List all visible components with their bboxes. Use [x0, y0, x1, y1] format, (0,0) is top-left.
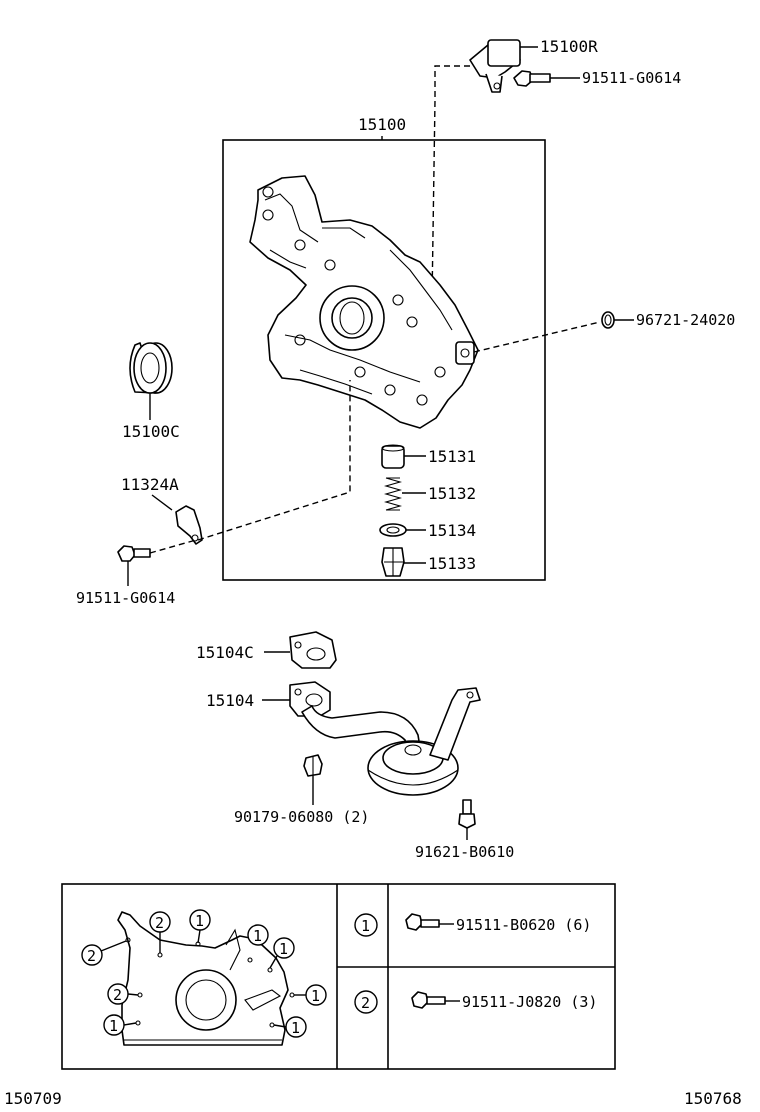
- legend-bolt-91511-J0820: 91511-J0820 (3): [462, 993, 597, 1011]
- bolt-location-table: [61, 883, 616, 1070]
- part-15100R-sensor: [469, 39, 538, 93]
- label-90179-06080: 90179-06080 (2): [234, 808, 369, 826]
- label-15134: 15134: [428, 521, 476, 540]
- legend-marker-1: 1: [354, 913, 378, 937]
- callout-2-c: 2: [107, 983, 139, 1005]
- bolt-91621-B0610: [458, 799, 476, 829]
- callout-2-b: 2: [81, 940, 127, 966]
- label-91621-B0610: 91621-B0610: [415, 843, 514, 861]
- bracket-11324A: [175, 505, 203, 545]
- footer-code-left: 150709: [4, 1089, 62, 1108]
- label-91511-G0614-top: 91511-G0614: [582, 69, 681, 87]
- legend-bolt-91511-B0620: 91511-B0620 (6): [456, 916, 591, 934]
- o-ring-96721: [601, 311, 615, 329]
- svg-text:1: 1: [291, 1019, 300, 1037]
- label-96721-24020: 96721-24020: [636, 311, 735, 329]
- svg-text:1: 1: [253, 927, 262, 945]
- label-15104: 15104: [206, 691, 254, 710]
- svg-text:1: 1: [195, 912, 204, 930]
- gasket-15104C: [289, 631, 337, 669]
- svg-text:1: 1: [361, 917, 370, 935]
- plug-15133: [381, 547, 405, 577]
- svg-text:2: 2: [113, 986, 122, 1004]
- label-15100: 15100: [358, 115, 406, 134]
- bolt-icon-91511-J0820: [411, 991, 460, 1009]
- oil-seal-15100C: [129, 342, 173, 394]
- label-15104C: 15104C: [196, 643, 254, 662]
- callout-1-d: 1: [294, 984, 327, 1006]
- svg-text:1: 1: [311, 987, 320, 1005]
- callout-2-a: 2: [149, 911, 171, 953]
- label-91511-G0614-left: 91511-G0614: [76, 589, 175, 607]
- svg-text:1: 1: [279, 940, 288, 958]
- svg-text:2: 2: [87, 947, 96, 965]
- assembly-15100-box: [222, 139, 546, 581]
- oil-pump-body: [249, 175, 479, 429]
- gasket-15134: [379, 523, 407, 537]
- callout-1-e: 1: [103, 1014, 137, 1036]
- oil-strainer-15104: [289, 681, 481, 796]
- callout-1-f: 1: [273, 1016, 307, 1038]
- label-11324A: 11324A: [121, 475, 179, 494]
- legend-marker-2: 2: [354, 990, 378, 1014]
- callout-1-a: 1: [189, 909, 211, 944]
- svg-text:2: 2: [361, 994, 370, 1012]
- footer-code-right: 150768: [684, 1089, 742, 1108]
- callout-1-c: 1: [269, 937, 295, 969]
- spring-15132: [383, 477, 403, 511]
- svg-text:2: 2: [155, 914, 164, 932]
- bolt-icon-91511-B0620: [405, 913, 454, 931]
- label-15100C: 15100C: [122, 422, 180, 441]
- bolt-91511-G0614-top: [513, 70, 580, 87]
- label-15100R: 15100R: [540, 37, 598, 56]
- label-15131: 15131: [428, 447, 476, 466]
- label-15132: 15132: [428, 484, 476, 503]
- callout-1-b: 1: [247, 924, 269, 946]
- label-15133: 15133: [428, 554, 476, 573]
- relief-valve-15131: [381, 444, 405, 469]
- bolt-91511-G0614-left: [117, 545, 151, 562]
- svg-text:1: 1: [109, 1017, 118, 1035]
- nut-90179-06080: [303, 754, 323, 777]
